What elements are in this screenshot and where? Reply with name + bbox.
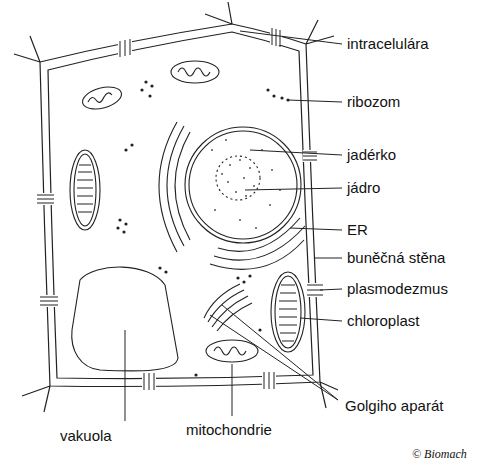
neighbour-wall bbox=[14, 2, 338, 412]
mitochondrion bbox=[80, 83, 124, 113]
cristae bbox=[88, 93, 112, 102]
cell-wall-outer bbox=[40, 24, 320, 387]
er-band bbox=[159, 122, 177, 252]
er-band bbox=[218, 218, 300, 251]
part-label: jadérko bbox=[347, 146, 396, 164]
mitochondrion bbox=[206, 340, 258, 362]
nucleus-envelope bbox=[185, 127, 301, 243]
mitochondrion bbox=[171, 61, 219, 83]
part-label: vakuola bbox=[60, 427, 112, 445]
part-label: jádro bbox=[347, 179, 380, 197]
nucleolus bbox=[216, 156, 260, 200]
part-label: chloroplast bbox=[347, 312, 420, 330]
part-label: mitochondrie bbox=[186, 421, 272, 439]
er-band bbox=[214, 226, 305, 260]
part-label: ER bbox=[347, 221, 368, 239]
part-label: buněčná stěna bbox=[347, 249, 445, 267]
grana bbox=[77, 165, 93, 212]
part-label: Golgiho aparát bbox=[345, 397, 443, 415]
chloroplast bbox=[70, 150, 100, 230]
part-label: plasmodezmus bbox=[347, 280, 448, 298]
leader-lines bbox=[125, 31, 342, 421]
plasmodesmata bbox=[37, 28, 323, 390]
cristae bbox=[214, 347, 246, 355]
chloroplast-inner bbox=[74, 154, 96, 226]
copyright-note: © Biomach bbox=[412, 447, 467, 461]
er-band bbox=[175, 132, 190, 240]
part-label: ribozom bbox=[347, 93, 400, 111]
nucleus-envelope-inner bbox=[189, 131, 297, 239]
er-band bbox=[210, 240, 304, 269]
chloroplast-inner bbox=[275, 276, 301, 348]
cristae bbox=[178, 68, 210, 76]
part-label: intracelulára bbox=[347, 35, 429, 53]
chloroplast bbox=[271, 272, 305, 352]
er-band bbox=[167, 126, 184, 246]
nucleoplasm-texture bbox=[211, 139, 281, 229]
ribosomes bbox=[116, 80, 289, 376]
cell-wall-inner bbox=[48, 32, 313, 379]
grana bbox=[279, 285, 297, 341]
